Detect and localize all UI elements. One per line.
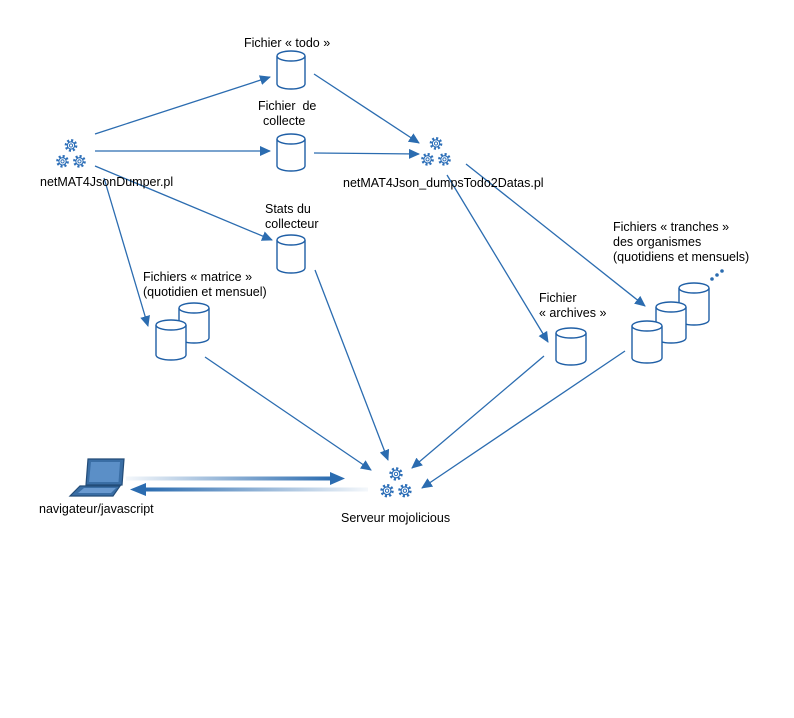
stats-file-icon bbox=[276, 234, 306, 274]
arrow-to-server-head bbox=[330, 472, 345, 485]
tranches-files-icon bbox=[631, 269, 724, 364]
archives-label-line2: « archives » bbox=[539, 306, 606, 320]
todo-file-icon bbox=[276, 50, 306, 90]
archives-label-line1: Fichier bbox=[539, 291, 577, 305]
labels: netMAT4JsonDumper.pl Fichier « todo » Fi… bbox=[39, 36, 749, 525]
arrow-to-client-shaft bbox=[146, 487, 368, 492]
dumps-gears-icon bbox=[422, 138, 449, 164]
serveur-gears-icon bbox=[382, 469, 411, 496]
dumps-label: netMAT4Json_dumpsTodo2Datas.pl bbox=[343, 176, 544, 190]
edge-tranches-serveur bbox=[421, 350, 626, 489]
tranches-label-line2: des organismes bbox=[613, 235, 701, 249]
arrow-to-client-head bbox=[130, 483, 146, 496]
client-server-link bbox=[126, 472, 368, 496]
edge-todo-dumps bbox=[313, 73, 420, 144]
matrice-files-icon bbox=[155, 302, 210, 361]
navigateur-label: navigateur/javascript bbox=[39, 502, 154, 516]
tranches-label-line3: (quotidiens et mensuels) bbox=[613, 250, 749, 264]
collecte-label-line2: collecte bbox=[263, 114, 305, 128]
connectors bbox=[94, 73, 646, 489]
edge-dumper-matrice bbox=[103, 177, 150, 327]
edge-dumper-todo bbox=[94, 75, 271, 135]
dumper-gears-icon bbox=[57, 140, 84, 166]
edge-collecte-dumps bbox=[313, 148, 420, 159]
edge-archives-serveur bbox=[411, 355, 545, 469]
laptop-icon bbox=[68, 458, 125, 497]
edge-dumps-tranches bbox=[465, 163, 646, 307]
stats-label-line1: Stats du bbox=[265, 202, 311, 216]
todo-label: Fichier « todo » bbox=[244, 36, 330, 50]
edge-matrice-serveur bbox=[204, 356, 372, 471]
matrice-label-line1: Fichiers « matrice » bbox=[143, 270, 252, 284]
collecte-label-line1: Fichier de bbox=[258, 99, 316, 113]
matrice-label-line2: (quotidien et mensuel) bbox=[143, 285, 267, 299]
tranches-label-line1: Fichiers « tranches » bbox=[613, 220, 729, 234]
archives-file-icon bbox=[555, 327, 587, 366]
arrow-to-server-shaft bbox=[126, 476, 332, 481]
collecte-file-icon bbox=[276, 133, 306, 172]
edge-stats-serveur bbox=[314, 269, 390, 461]
edge-dumper-stats bbox=[94, 165, 273, 241]
dumper-label: netMAT4JsonDumper.pl bbox=[40, 175, 173, 189]
edge-dumps-archives bbox=[446, 174, 549, 343]
stats-label-line2: collecteur bbox=[265, 217, 319, 231]
serveur-label: Serveur mojolicious bbox=[341, 511, 450, 525]
